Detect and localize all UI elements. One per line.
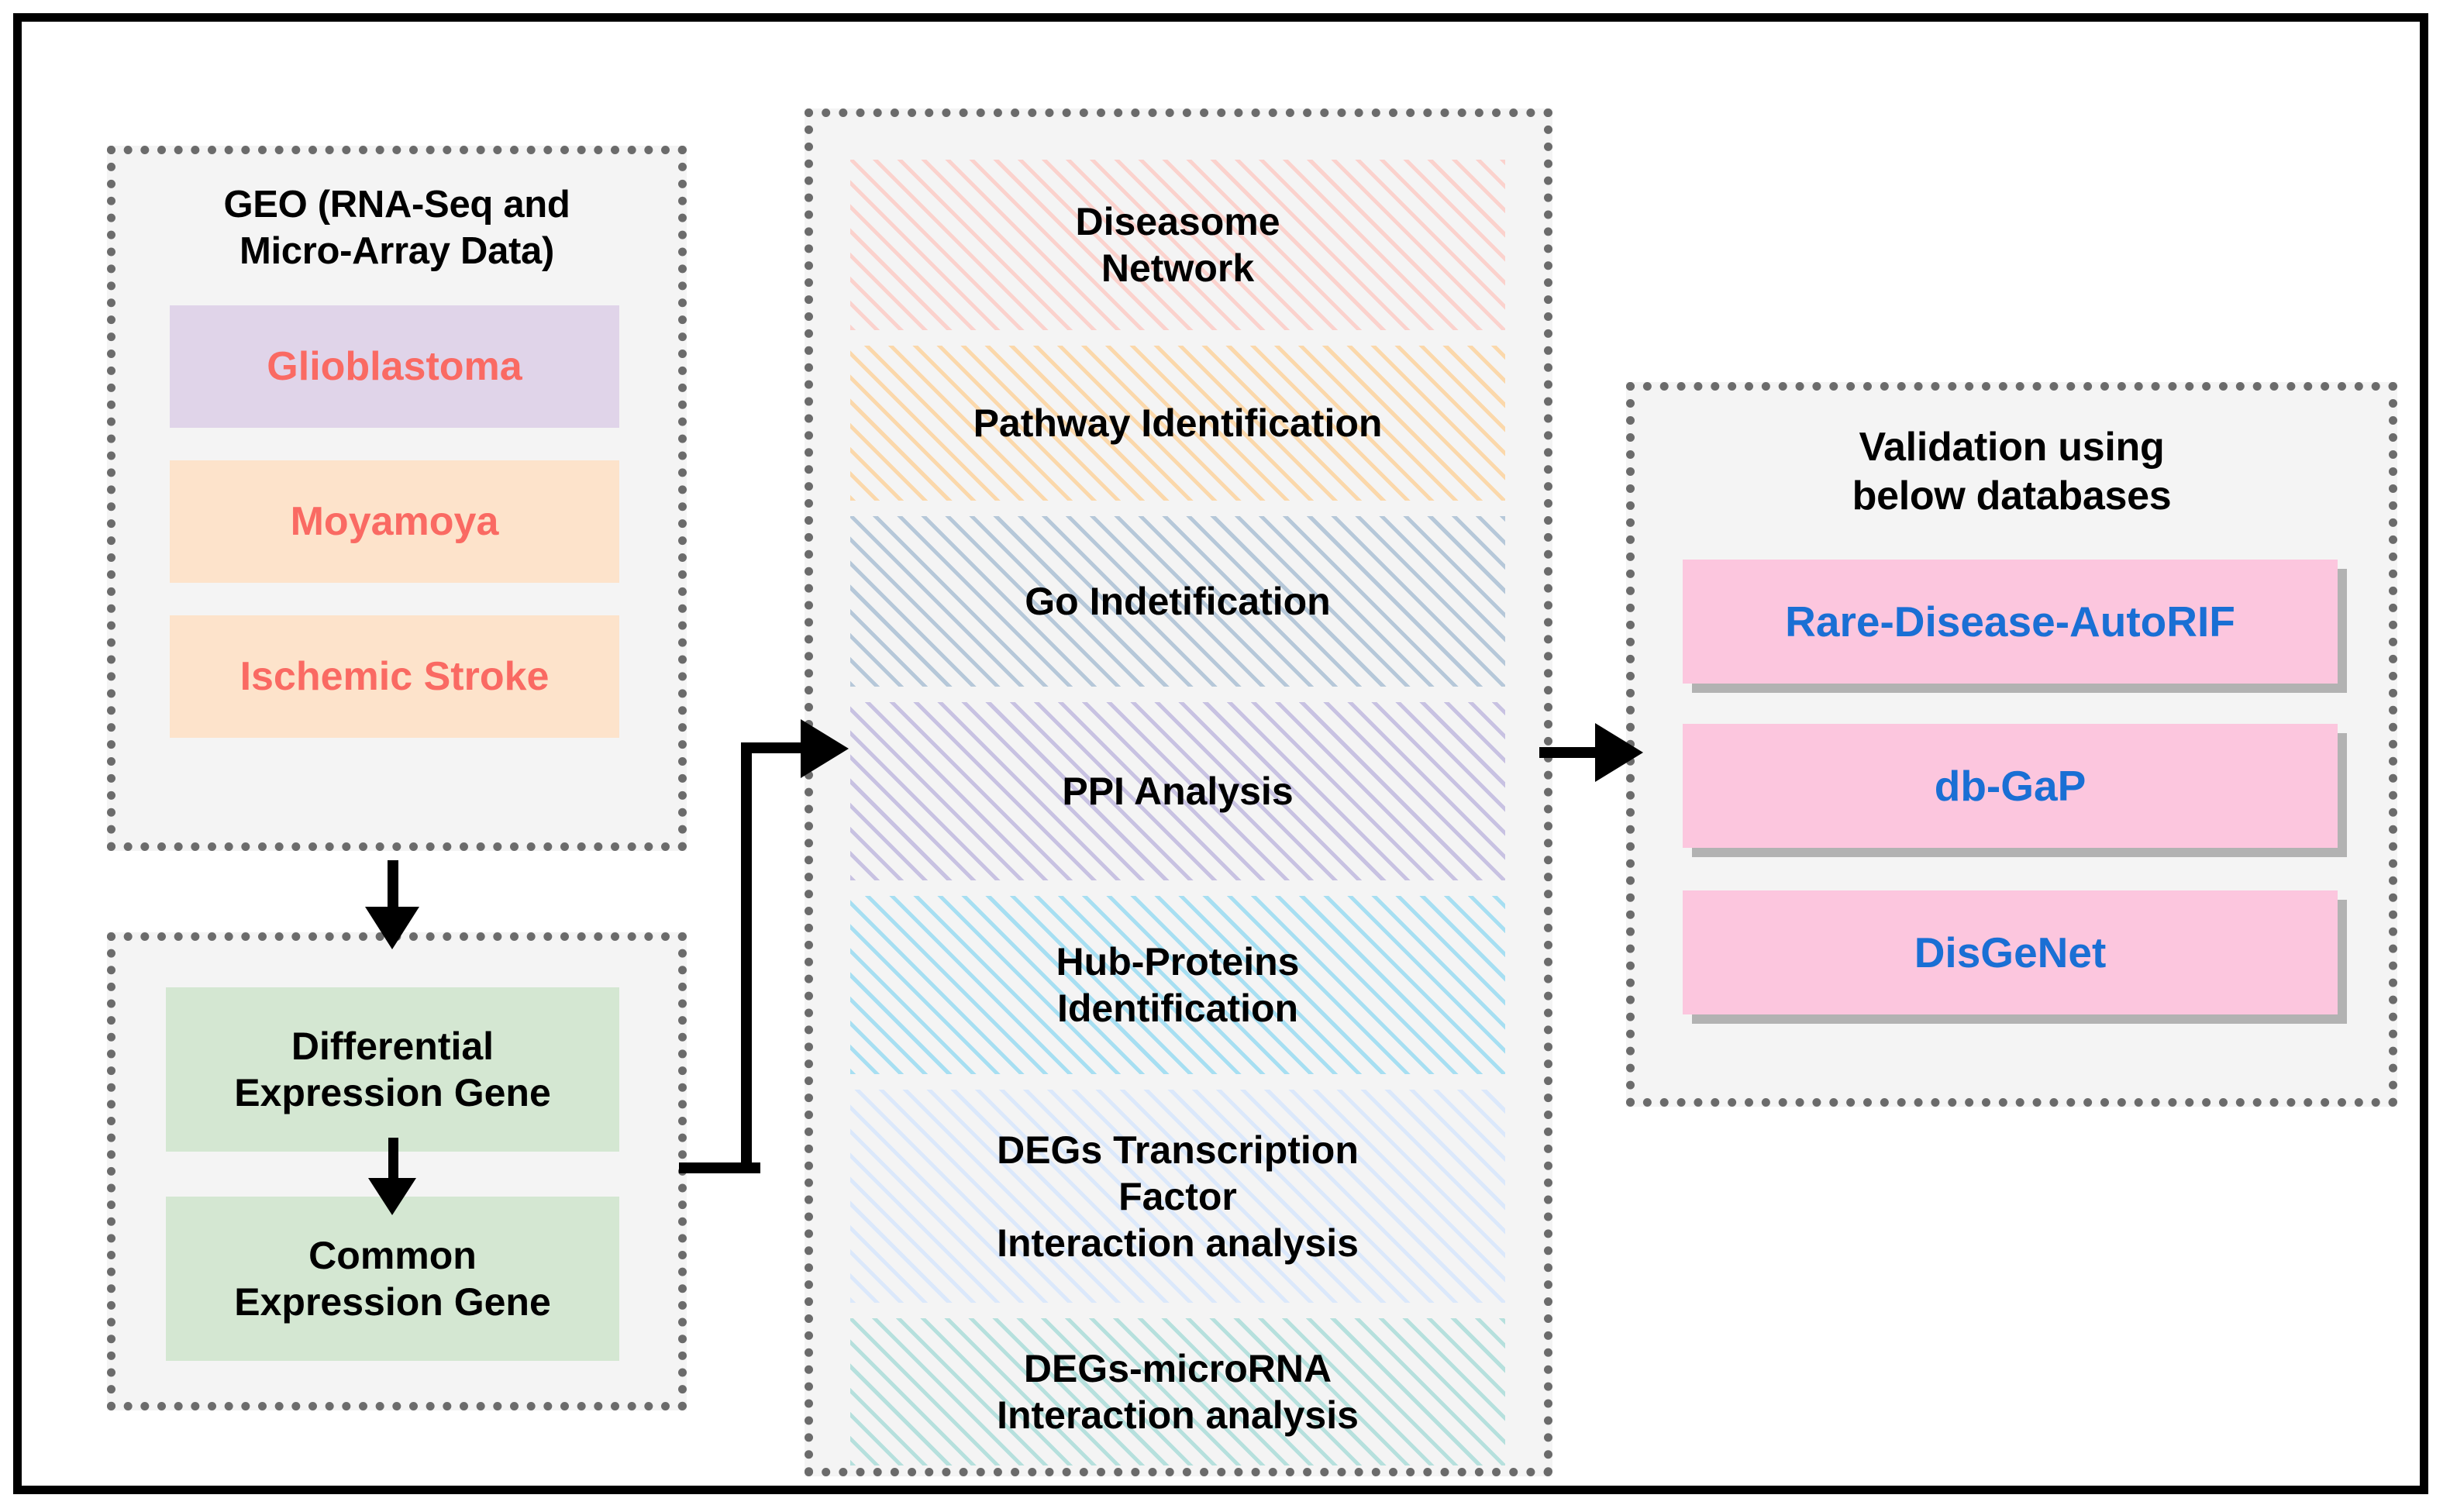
analysis-label-hub-line2: Identification [1056,987,1299,1030]
data-source-title-line2: Micro-Array Data) [239,229,555,272]
analysis-label-mirna: DEGs-microRNA Interaction analysis [997,1345,1359,1438]
analysis-step-hub-proteins-identification[interactable]: Hub-Proteins Identification [850,896,1505,1074]
gene-box-differential-expression[interactable]: Differential Expression Gene [166,987,619,1152]
gene-label-differential: Differential Expression Gene [234,1023,551,1116]
disease-label-glioblastoma: Glioblastoma [267,343,522,389]
arrow-deg-to-common-head-icon [368,1178,416,1215]
analysis-step-ppi-analysis[interactable]: PPI Analysis [850,702,1505,880]
disease-box-moyamoya[interactable]: Moyamoya [170,460,619,583]
data-source-panel-title: GEO (RNA-Seq and Micro-Array Data) [115,182,678,275]
analysis-step-go-identification[interactable]: Go Indetification [850,516,1505,687]
database-label-rare-disease-autorif: Rare-Disease-AutoRIF [1785,598,2235,646]
validation-title-line1: Validation using [1859,425,2165,470]
validation-title-line2: below databases [1852,474,2172,519]
database-box-rare-disease-autorif[interactable]: Rare-Disease-AutoRIF [1683,560,2338,684]
disease-box-glioblastoma[interactable]: Glioblastoma [170,305,619,428]
analysis-label-diseasome-line1: Diseasome [1075,200,1280,243]
analysis-label-tf-line3: Interaction analysis [997,1221,1359,1265]
analysis-label-tf: DEGs Transcription Factor Interaction an… [997,1127,1359,1266]
gene-label-common-line2: Expression Gene [234,1280,551,1324]
database-label-db-gap: db-GaP [1934,762,2086,810]
elbow-connector-bottom-segment [679,1162,760,1173]
gene-label-common-line1: Common [308,1234,477,1277]
analysis-label-diseasome: Diseasome Network [1075,198,1280,291]
data-source-title-line1: GEO (RNA-Seq and [223,184,570,226]
analysis-step-pathway-identification[interactable]: Pathway Identification [850,346,1505,501]
arrow-analysis-to-validation-head-icon [1595,723,1643,782]
analysis-label-mirna-line2: Interaction analysis [997,1393,1359,1437]
disease-label-ischemic-stroke: Ischemic Stroke [239,653,550,699]
database-box-disgenet[interactable]: DisGeNet [1683,890,2338,1014]
database-box-db-gap[interactable]: db-GaP [1683,724,2338,848]
arrow-geo-to-genes-head-icon [365,907,419,949]
analysis-label-tf-line2: Factor [1118,1174,1237,1218]
gene-box-common-expression[interactable]: Common Expression Gene [166,1197,619,1361]
analysis-label-pathway: Pathway Identification [973,401,1383,445]
gene-label-common: Common Expression Gene [234,1232,551,1325]
analysis-step-degs-transcription-factor[interactable]: DEGs Transcription Factor Interaction an… [850,1090,1505,1303]
analysis-label-hub: Hub-Proteins Identification [1056,939,1300,1032]
data-source-panel: GEO (RNA-Seq and Micro-Array Data) Gliob… [107,146,687,851]
analysis-step-diseasome-network[interactable]: Diseasome Network [850,160,1505,330]
gene-panel: Differential Expression Gene Common Expr… [107,932,687,1410]
analysis-step-degs-microrna[interactable]: DEGs-microRNA Interaction analysis [850,1318,1505,1466]
figure-outer-frame: GEO (RNA-Seq and Micro-Array Data) Gliob… [13,13,2428,1494]
analysis-label-mirna-line1: DEGs-microRNA [1023,1347,1332,1390]
database-label-disgenet: DisGeNet [1914,928,2107,976]
validation-panel: Validation using below databases Rare-Di… [1626,382,2397,1107]
disease-box-ischemic-stroke[interactable]: Ischemic Stroke [170,615,619,738]
analysis-label-go: Go Indetification [1025,580,1331,623]
analysis-label-hub-line1: Hub-Proteins [1056,940,1300,983]
elbow-connector-vertical-segment [741,742,752,1173]
analysis-label-tf-line1: DEGs Transcription [997,1128,1359,1172]
disease-label-moyamoya: Moyamoya [290,498,499,544]
gene-label-differential-line2: Expression Gene [234,1071,551,1114]
analysis-label-diseasome-line2: Network [1101,246,1255,290]
analysis-panel: Diseasome Network Pathway Identification… [805,108,1552,1476]
elbow-connector-arrow-head-icon [801,719,849,778]
analysis-label-ppi: PPI Analysis [1062,770,1294,813]
validation-panel-title: Validation using below databases [1635,423,2389,522]
gene-label-differential-line1: Differential [291,1025,494,1068]
